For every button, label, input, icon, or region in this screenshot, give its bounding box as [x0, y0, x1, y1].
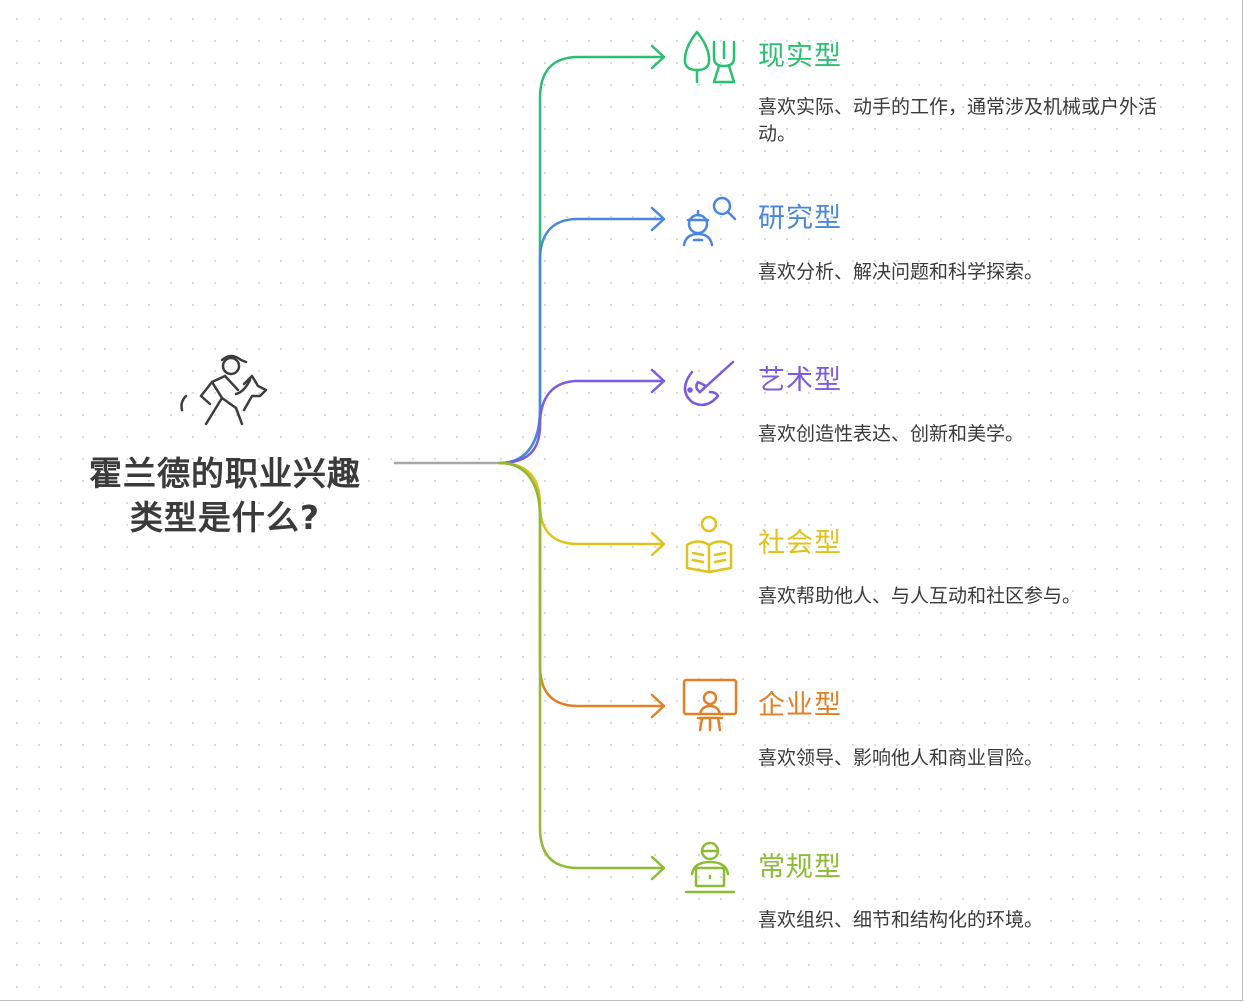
item-desc-conventional: 喜欢组织、细节和结构化的环境。 [758, 909, 1044, 931]
arrowhead-social [650, 531, 666, 557]
arrowhead-enterprising [650, 693, 666, 719]
item-title-enterprising: 企业型 [758, 690, 842, 721]
item-title-conventional: 常规型 [758, 852, 842, 883]
presenter-board-icon [682, 678, 738, 732]
person-reading-icon [685, 515, 733, 574]
item-desc-realistic: 喜欢实际、动手的工作，通常涉及机械或户外活动。 [758, 96, 1158, 145]
trowel-fork-icon [683, 30, 736, 84]
item-title-realistic: 现实型 [758, 41, 842, 72]
item-desc-enterprising: 喜欢领导、影响他人和商业冒险。 [758, 747, 1044, 769]
item-desc-social: 喜欢帮助他人、与人互动和社区参与。 [758, 585, 1082, 607]
arrowhead-realistic [650, 44, 666, 70]
arrowhead-conventional [650, 855, 666, 881]
item-title-investigative: 研究型 [758, 203, 842, 234]
item-title-social: 社会型 [758, 528, 842, 559]
paintbrush-palette-icon [683, 360, 735, 407]
person-laptop-icon [684, 841, 736, 894]
branch-social [498, 461, 664, 546]
person-with-dog-icon [180, 354, 268, 426]
title-line-2: 类型是什么? [129, 498, 321, 537]
branch-investigative [498, 217, 664, 465]
researcher-magnifier-icon [682, 196, 737, 247]
branch-conventional [498, 461, 664, 870]
branch-realistic [498, 55, 664, 465]
branch-artistic [498, 379, 664, 465]
branch-enterprising [498, 461, 664, 708]
item-desc-artistic: 喜欢创造性表达、创新和美学。 [758, 423, 1025, 445]
arrowhead-investigative [650, 206, 666, 232]
arrowhead-artistic [650, 368, 666, 394]
item-title-artistic: 艺术型 [758, 365, 842, 396]
title-line-1: 霍兰德的职业兴趣 [89, 454, 361, 493]
item-desc-investigative: 喜欢分析、解决问题和科学探索。 [758, 261, 1044, 283]
diagram-title: 霍兰德的职业兴趣 类型是什么? [40, 452, 410, 540]
